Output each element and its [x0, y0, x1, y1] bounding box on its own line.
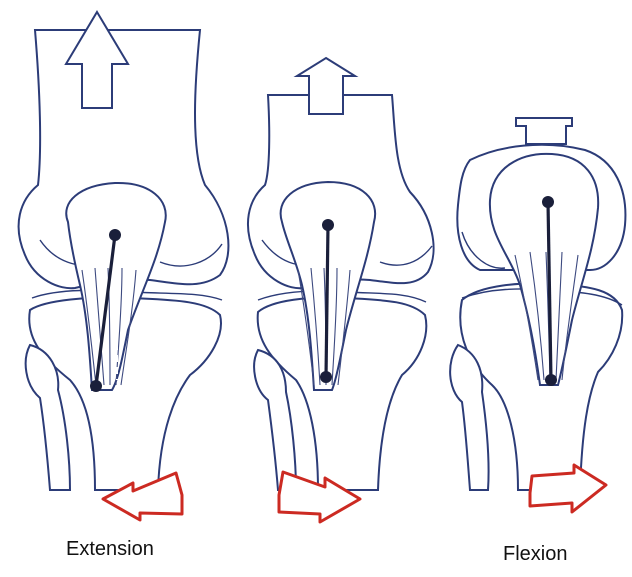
- label-flexion: Flexion: [503, 543, 567, 566]
- panel-mid: [248, 58, 434, 522]
- pivot-point-bottom: [320, 371, 332, 383]
- pivot-point-top: [542, 196, 554, 208]
- panel-extension: [19, 12, 229, 520]
- pivot-point-bottom: [90, 380, 102, 392]
- panel-flexion: [450, 118, 625, 512]
- pivot-point-top: [322, 219, 334, 231]
- pivot-point-bottom: [545, 374, 557, 386]
- pivot-point-top: [109, 229, 121, 241]
- ligament-axis-line: [326, 225, 328, 377]
- label-extension: Extension: [66, 538, 154, 561]
- stub-arrow-icon: [516, 118, 572, 144]
